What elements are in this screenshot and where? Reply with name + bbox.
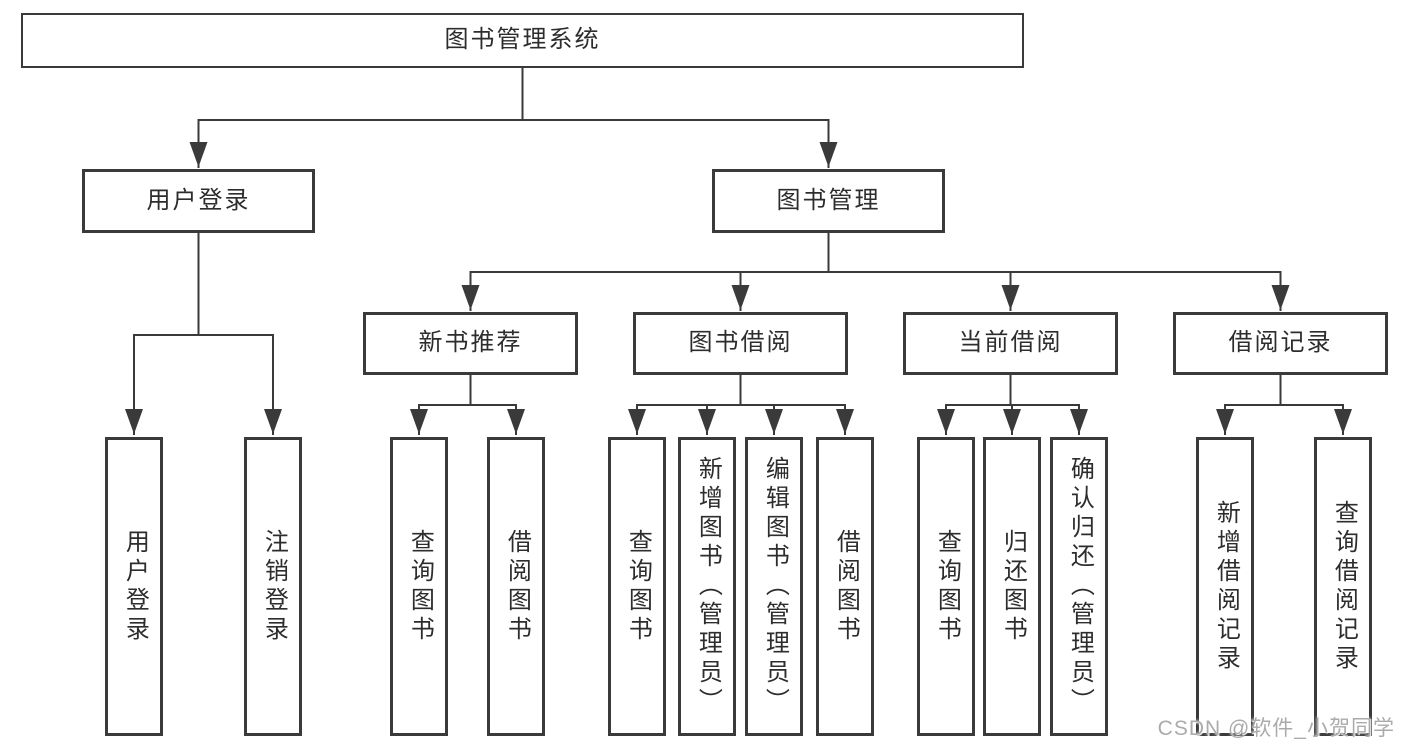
csdn-watermark: CSDN @软件_小贺同学 xyxy=(1157,717,1395,740)
node-leaf-query-books-current: 查询图书 xyxy=(917,437,975,736)
node-leaf-logout: 注销登录 xyxy=(244,437,302,736)
node-book-borrowing: 图书借阅 xyxy=(633,312,848,375)
node-leaf-confirm-return-admin: 确认归还（管理员） xyxy=(1050,437,1108,736)
node-leaf-add-borrow-record: 新增借阅记录 xyxy=(1196,437,1254,736)
node-current-borrowing: 当前借阅 xyxy=(903,312,1118,375)
node-leaf-user-login: 用户登录 xyxy=(105,437,163,736)
node-book-management: 图书管理 xyxy=(712,169,945,233)
node-leaf-query-borrow-record: 查询借阅记录 xyxy=(1314,437,1372,736)
node-new-book-recommend: 新书推荐 xyxy=(363,312,578,375)
node-leaf-edit-books-admin: 编辑图书（管理员） xyxy=(745,437,803,736)
node-user-login: 用户登录 xyxy=(82,169,315,233)
node-leaf-query-books-recommend: 查询图书 xyxy=(390,437,448,736)
node-leaf-borrow-books-recommend: 借阅图书 xyxy=(487,437,545,736)
node-borrow-records: 借阅记录 xyxy=(1173,312,1388,375)
node-leaf-query-books-borrowing: 查询图书 xyxy=(608,437,666,736)
node-leaf-add-books-admin: 新增图书（管理员） xyxy=(678,437,736,736)
node-leaf-return-books: 归还图书 xyxy=(983,437,1041,736)
node-leaf-borrow-books-borrowing: 借阅图书 xyxy=(816,437,874,736)
node-root: 图书管理系统 xyxy=(21,13,1024,68)
